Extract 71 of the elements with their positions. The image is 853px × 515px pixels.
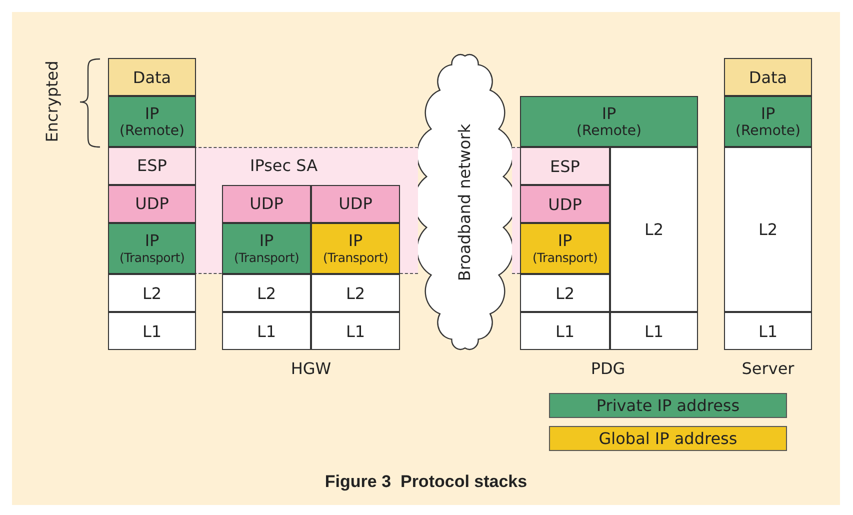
- layer-name: L1: [758, 322, 778, 340]
- protocol-layer-box: [311, 184, 400, 223]
- layer-name: L2: [142, 284, 162, 302]
- layer-name: L1: [555, 322, 575, 340]
- layer-name: IP: [558, 231, 572, 250]
- protocol-layer-box: [724, 96, 812, 147]
- layer-name: UDP: [135, 194, 169, 214]
- layer-name: L1: [644, 322, 664, 340]
- protocol-layer-box: [108, 146, 196, 185]
- layer-name: L2: [644, 220, 664, 239]
- layer-name: UDP: [250, 194, 284, 214]
- protocol-layer-box: [222, 222, 311, 274]
- protocol-layer-box: [520, 185, 610, 223]
- legend-text: Private IP address: [596, 396, 740, 415]
- layer-name: L2: [758, 220, 778, 239]
- bracket-label: Encrypted: [42, 60, 62, 142]
- figure-caption: Figure 3 Protocol stacks: [324, 472, 528, 492]
- layer-note: (Remote): [120, 122, 184, 140]
- protocol-layer-box: [520, 312, 610, 350]
- layer-name: Data: [748, 68, 788, 86]
- legend-text: Global IP address: [598, 429, 738, 448]
- protocol-layer-box: [108, 222, 196, 274]
- layer-name: IP: [760, 104, 776, 122]
- layer-name: IP: [144, 230, 160, 250]
- layer-name: L2: [256, 284, 276, 302]
- protocol-layer-box: [724, 147, 812, 312]
- protocol-layer-box: [610, 312, 698, 350]
- band-label: IPsec SA: [250, 156, 318, 175]
- protocol-layer-box: [108, 58, 196, 96]
- layer-name: L2: [346, 284, 366, 302]
- stack-name: HGW: [290, 358, 332, 378]
- security-association-band: [108, 147, 418, 274]
- layer-note: (Transport): [532, 250, 598, 266]
- layer-name: ESP: [550, 156, 580, 176]
- layer-name: Data: [132, 68, 172, 86]
- protocol-layer-box: [311, 312, 400, 350]
- layer-name: IP: [259, 230, 274, 250]
- protocol-layer-box: [108, 96, 196, 147]
- layer-name: ESP: [137, 156, 167, 176]
- layer-note: (Transport): [119, 250, 185, 266]
- protocol-layer-box: [108, 184, 196, 223]
- protocol-layer-box: [724, 312, 812, 350]
- layer-name: UDP: [548, 194, 582, 214]
- protocol-layer-box: [222, 184, 311, 223]
- protocol-layer-box: [520, 223, 610, 274]
- protocol-layer-box: [108, 312, 196, 350]
- protocol-layer-box: [520, 96, 698, 147]
- layer-name: IP: [348, 230, 363, 250]
- stack-name: PDG: [590, 358, 626, 378]
- layer-note: (Remote): [576, 122, 642, 140]
- protocol-layer-box: [108, 274, 196, 312]
- protocol-layer-box: [520, 147, 610, 185]
- layer-note: (Remote): [736, 122, 800, 140]
- layer-name: L1: [256, 322, 276, 340]
- layer-name: L1: [142, 322, 162, 340]
- protocol-layer-box: [222, 312, 311, 350]
- protocol-layer-box: [311, 274, 400, 312]
- layer-name: L1: [346, 322, 366, 340]
- protocol-layer-box: [724, 58, 812, 96]
- layer-note: (Transport): [322, 250, 388, 266]
- protocol-layer-box: [222, 274, 311, 312]
- protocol-layer-box: [311, 222, 400, 274]
- stack-name: Server: [742, 358, 794, 378]
- layer-note: (Transport): [234, 250, 300, 266]
- protocol-layer-box: [610, 147, 698, 312]
- layer-name: L2: [555, 284, 575, 302]
- layer-name: UDP: [338, 194, 372, 214]
- protocol-layer-box: [520, 274, 610, 312]
- network-label: Broadband network: [456, 123, 474, 281]
- layer-name: IP: [144, 104, 160, 122]
- layer-name: IP: [602, 104, 616, 122]
